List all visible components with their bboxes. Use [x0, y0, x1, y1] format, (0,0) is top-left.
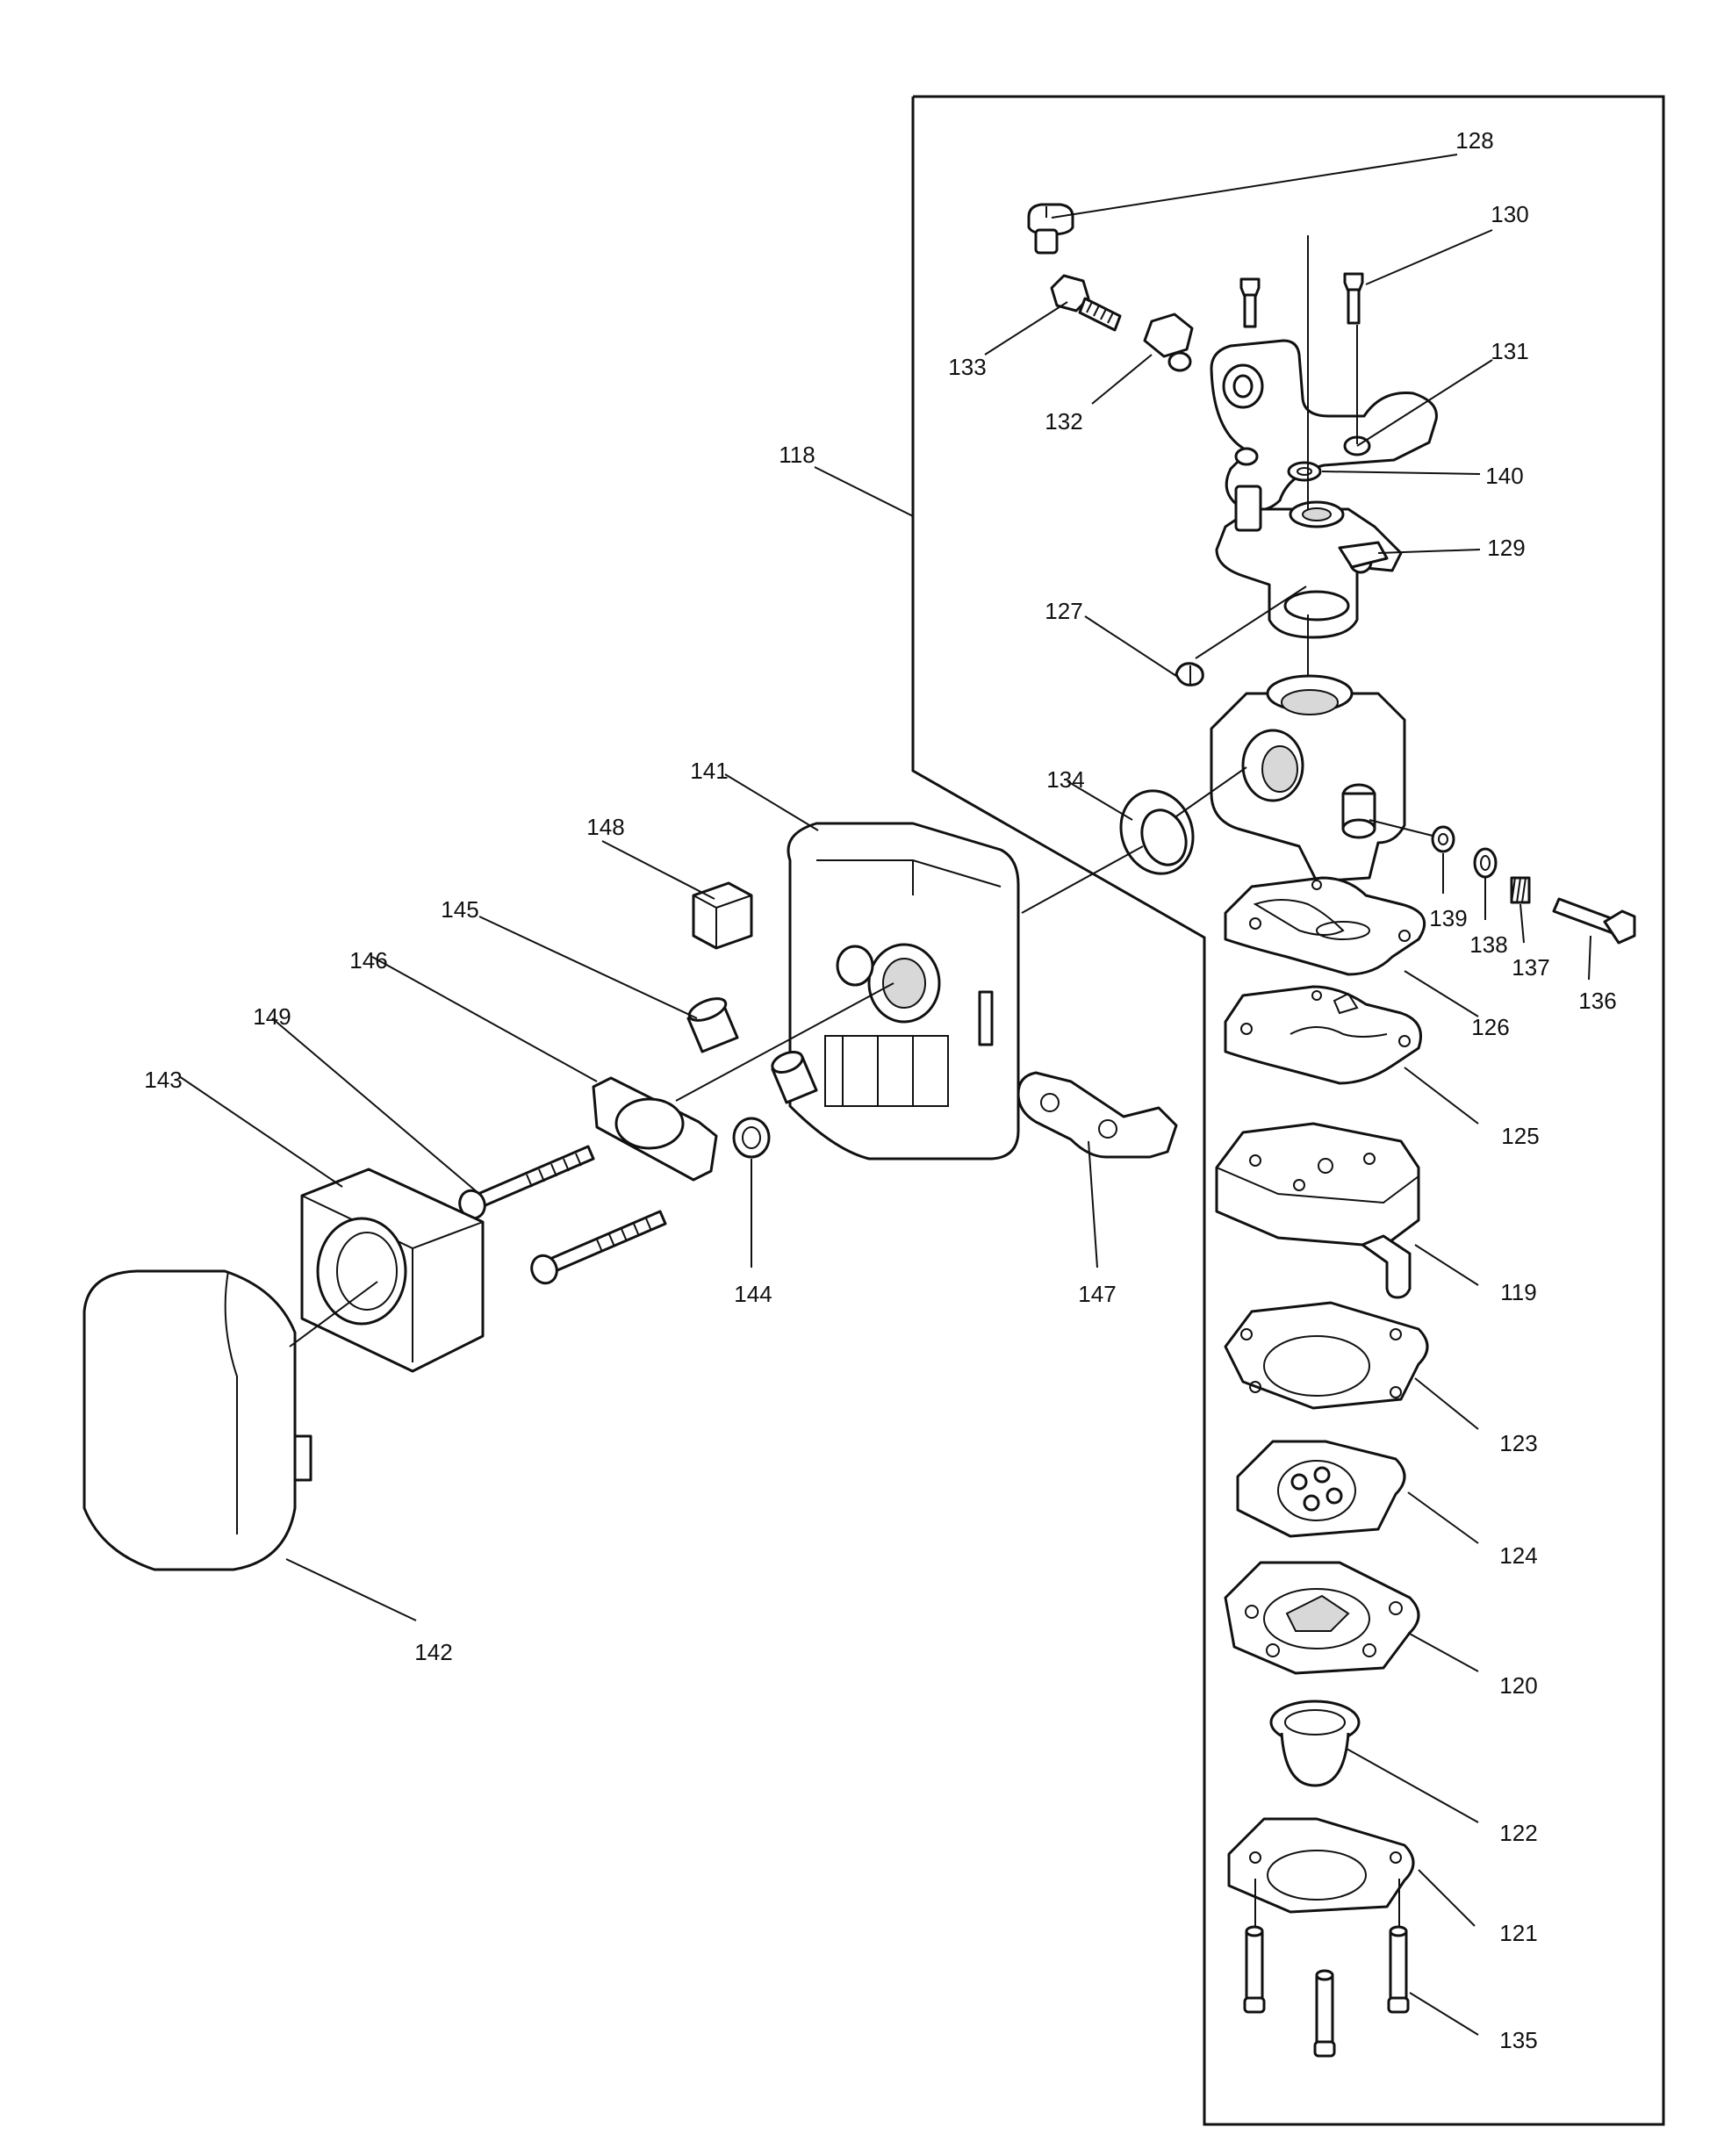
alignment-lines — [289, 235, 1433, 1928]
label-139: 139 — [1429, 905, 1467, 931]
label-148: 148 — [586, 814, 624, 840]
part-labels: 128 130 133 131 132 118 140 129 127 141 … — [144, 127, 1616, 2053]
label-141: 141 — [690, 758, 728, 784]
part-138-clip — [1473, 847, 1498, 879]
part-139-washer — [1431, 825, 1455, 853]
part-130-screw — [1343, 272, 1364, 325]
part-147-choke-lever — [1017, 1071, 1178, 1159]
label-144: 144 — [734, 1281, 772, 1307]
label-135: 135 — [1499, 2027, 1537, 2053]
part-132-nut — [1143, 313, 1194, 372]
label-138: 138 — [1469, 931, 1507, 958]
label-118: 118 — [779, 442, 815, 468]
part-122-primer-bulb — [1269, 1700, 1361, 1787]
part-121-cover-plate — [1227, 1817, 1415, 1914]
label-129: 129 — [1487, 535, 1525, 561]
bolt — [530, 1210, 667, 1285]
part-141-air-cleaner-base — [787, 822, 1020, 1161]
label-126: 126 — [1471, 1014, 1509, 1040]
label-125: 125 — [1501, 1123, 1539, 1149]
label-133: 133 — [948, 354, 986, 380]
part-136-pin — [1552, 897, 1636, 945]
label-122: 122 — [1499, 1820, 1537, 1846]
label-145: 145 — [441, 896, 478, 923]
part-137-spring — [1510, 876, 1531, 904]
label-123: 123 — [1499, 1430, 1537, 1456]
label-136: 136 — [1578, 988, 1616, 1014]
part-145-collar — [686, 997, 739, 1053]
carburetor-body — [1210, 674, 1406, 883]
part-135-screws — [1243, 1925, 1410, 2058]
small-screw — [1239, 277, 1261, 328]
collar — [771, 1051, 818, 1104]
part-146-plate — [592, 1076, 718, 1182]
label-121: 121 — [1499, 1920, 1537, 1946]
part-140-washer — [1287, 461, 1322, 482]
label-124: 124 — [1499, 1542, 1537, 1569]
label-131: 131 — [1491, 338, 1528, 364]
label-119: 119 — [1500, 1279, 1536, 1305]
label-147: 147 — [1078, 1281, 1116, 1307]
part-148-clip — [692, 881, 753, 950]
part-127-clip — [1175, 662, 1204, 686]
label-143: 143 — [144, 1067, 182, 1093]
label-128: 128 — [1455, 127, 1493, 154]
label-132: 132 — [1045, 408, 1082, 435]
label-137: 137 — [1512, 954, 1549, 981]
label-140: 140 — [1485, 463, 1523, 489]
label-134: 134 — [1046, 766, 1084, 793]
part-142-air-cleaner-cover — [83, 1269, 313, 1571]
label-142: 142 — [414, 1639, 452, 1665]
label-120: 120 — [1499, 1672, 1537, 1699]
label-146: 146 — [349, 947, 387, 974]
part-144-washer — [732, 1117, 771, 1159]
label-149: 149 — [253, 1003, 291, 1030]
part-143-filter-element — [300, 1168, 485, 1373]
part-128-screw — [1027, 203, 1074, 255]
label-127: 127 — [1045, 598, 1082, 624]
part-126-gasket — [1224, 876, 1426, 976]
part-149-bolt — [458, 1145, 595, 1220]
part-120-cover — [1224, 1561, 1420, 1675]
part-119-pump-body — [1215, 1122, 1420, 1299]
part-125-diaphragm — [1224, 985, 1422, 1085]
part-133-adjusting-screw — [1050, 274, 1122, 332]
label-130: 130 — [1491, 201, 1528, 227]
part-123-gasket — [1224, 1301, 1429, 1410]
part-131-bracket — [1210, 339, 1438, 512]
leader-lines — [178, 154, 1591, 2036]
part-134-seal — [1119, 789, 1195, 875]
carburetor-assembly-frame — [911, 95, 1665, 2126]
part-124-diaphragm — [1236, 1440, 1406, 1538]
part-129-throttle-valve — [1215, 485, 1403, 639]
